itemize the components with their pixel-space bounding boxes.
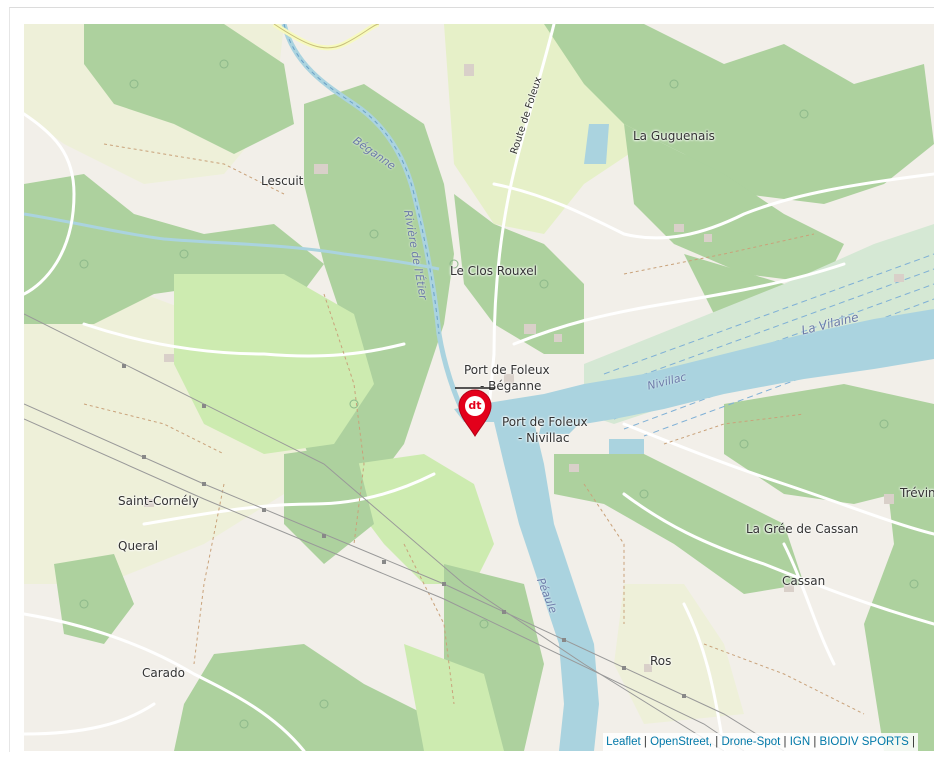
place-label-queral: Queral — [118, 539, 159, 553]
attribution-openstreet-link[interactable]: OpenStreet, — [650, 736, 713, 748]
attribution-leaflet-link[interactable]: Leaflet — [606, 736, 641, 748]
place-label-la-gree-de-cassan: La Grée de Cassan — [746, 522, 859, 536]
attribution-ign-link[interactable]: IGN — [789, 736, 811, 748]
place-label-cassan: Cassan — [782, 574, 826, 588]
map-viewport[interactable]: Lescuit La Guguenais Le Clos Rouxel Port… — [24, 24, 934, 751]
place-label-port-foleux-beganne-suffix: - Béganne — [480, 379, 542, 393]
place-label-ros: Ros — [650, 654, 672, 668]
place-label-le-clos-rouxel: Le Clos Rouxel — [450, 264, 537, 278]
place-label-port-foleux-nivillac: Port de Foleux — [502, 415, 588, 429]
place-label-port-foleux-beganne: Port de Foleux — [464, 363, 550, 377]
attribution-biodiv-link[interactable]: BIODIV SPORTS — [819, 736, 909, 748]
place-label-la-guguenais: La Guguenais — [633, 129, 715, 143]
marker-logo-text: dt — [468, 399, 482, 412]
attribution-bar: Leaflet | OpenStreet, | Drone-Spot | IGN… — [603, 733, 918, 751]
attribution-drone-spot-link[interactable]: Drone-Spot — [721, 736, 781, 748]
place-label-saint-cornely: Saint-Cornély — [118, 494, 199, 508]
place-label-port-foleux-nivillac-suffix: - Nivillac — [518, 431, 570, 445]
place-label-trevin: Trévin — [900, 486, 934, 500]
place-label-lescuit: Lescuit — [261, 174, 304, 188]
place-label-carado: Carado — [142, 666, 185, 680]
dt-map-marker-icon[interactable]: dt — [455, 386, 495, 438]
